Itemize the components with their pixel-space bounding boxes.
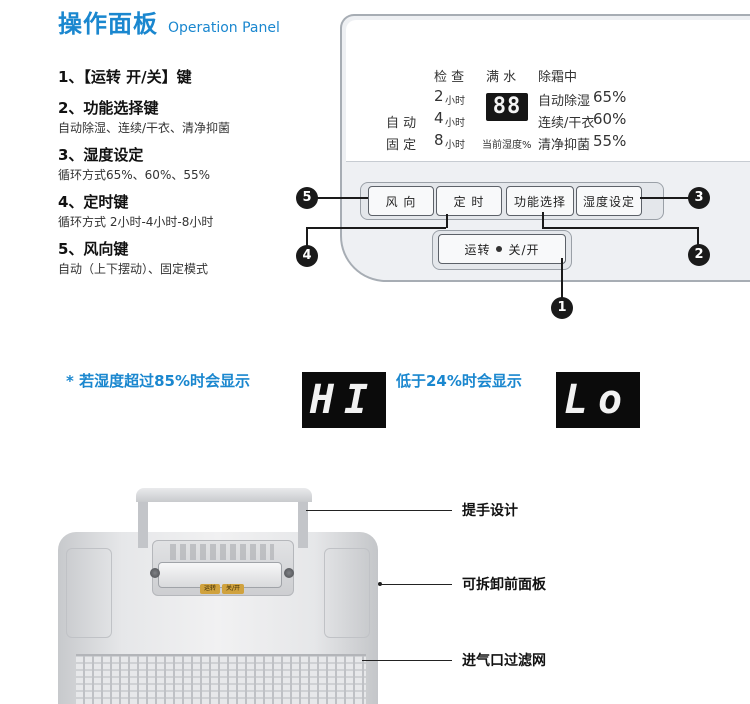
feature-item-function: 2、功能选择键 自动除湿、连续/干衣、清净抑菌	[58, 97, 318, 137]
callout-handle: 提手设计	[462, 503, 518, 519]
callout-front-panel: 可拆卸前面板	[462, 577, 546, 593]
leader-line-2v	[542, 212, 544, 228]
panel-display-area: 检 查 满 水 除霜中 自 动 固 定 2 小时 4 小时 8 小时 88 当前…	[346, 20, 750, 162]
feature-heading: 1、【运转 开/关】键	[58, 68, 192, 86]
callout-line-filter	[362, 660, 452, 661]
label-defrost: 除霜中	[538, 70, 578, 85]
side-panel-right	[324, 548, 370, 638]
callout-line-handle	[306, 510, 452, 511]
callout-line-front-panel	[380, 584, 452, 585]
feature-heading: 4、定时键	[58, 193, 129, 211]
feature-desc: 自动除湿、连续/干衣、清净抑菌	[58, 121, 231, 135]
marker-3-icon: 3	[688, 187, 710, 209]
feature-item-humidity: 3、湿度设定 循环方式65%、60%、55%	[58, 144, 318, 184]
function-select-button[interactable]: 功能选择	[506, 186, 574, 216]
marker-5-icon: 5	[296, 187, 318, 209]
marker-2-icon: 2	[688, 244, 710, 266]
leader-line-4v	[446, 214, 448, 228]
mini-onoff-button: 关/开	[222, 584, 244, 594]
label-continuous-dry: 连续/干衣	[538, 116, 595, 131]
humidity-setting-button[interactable]: 湿度设定	[576, 186, 642, 216]
vent-grille	[170, 544, 274, 560]
label-tank-full: 满 水	[486, 70, 517, 85]
leader-line-2	[697, 227, 699, 247]
humidity-value-55: 55%	[593, 132, 627, 150]
label-purify: 清净抑菌	[538, 138, 591, 153]
title-cn: 操作面板	[58, 10, 158, 38]
leader-line-2h	[542, 227, 698, 229]
wind-direction-button[interactable]: 风 向	[368, 186, 434, 216]
timer-value-2: 2	[434, 87, 444, 105]
dot-icon	[496, 246, 503, 252]
feature-list: 1、【运转 开/关】键 2、功能选择键 自动除湿、连续/干衣、清净抑菌 3、湿度…	[58, 66, 318, 285]
page-title: 操作面板 Operation Panel	[58, 4, 280, 39]
feature-item-timer: 4、定时键 循环方式 2小时-4小时-8小时	[58, 191, 318, 231]
mini-power-button: 运转	[200, 584, 220, 594]
humidity-value-60: 60%	[593, 110, 627, 128]
mini-control-strip	[158, 562, 282, 588]
marker-1-icon: 1	[551, 297, 573, 319]
label-current-humidity: 当前湿度%	[482, 140, 532, 151]
feature-heading: 5、风向键	[58, 240, 129, 258]
timer-button[interactable]: 定 时	[436, 186, 502, 216]
feature-heading: 2、功能选择键	[58, 99, 159, 117]
note-high-humidity: * 若湿度超过85%时会显示	[66, 372, 250, 390]
leader-line-4h	[306, 227, 446, 229]
label-auto-dehumidify: 自动除湿	[538, 94, 591, 109]
leader-line-5	[316, 197, 368, 199]
label-auto: 自 动	[386, 116, 417, 131]
leader-line-4	[306, 227, 308, 249]
timer-unit: 小时	[445, 118, 465, 129]
digit-display: 88	[486, 93, 528, 121]
power-button[interactable]: 运转 关/开	[438, 234, 566, 264]
timer-unit: 小时	[445, 140, 465, 151]
feature-heading: 3、湿度设定	[58, 146, 144, 164]
power-label-run: 运转	[464, 242, 491, 257]
feature-item-wind: 5、风向键 自动（上下摆动）、固定模式	[58, 238, 318, 278]
leader-line-3	[640, 197, 690, 199]
carry-handle-grip	[136, 488, 312, 502]
control-panel-diagram: 检 查 满 水 除霜中 自 动 固 定 2 小时 4 小时 8 小时 88 当前…	[340, 14, 750, 282]
screw-icon	[150, 568, 160, 578]
feature-desc: 循环方式65%、60%、55%	[58, 168, 211, 182]
timer-unit: 小时	[445, 96, 465, 107]
title-en: Operation Panel	[168, 20, 280, 36]
label-check: 检 查	[434, 70, 465, 85]
timer-value-4: 4	[434, 109, 444, 127]
marker-4-icon: 4	[296, 245, 318, 267]
side-panel-left	[66, 548, 112, 638]
note-low-humidity: 低于24%时会显示	[396, 372, 522, 390]
display-hi: HI	[302, 372, 386, 428]
feature-desc: 自动（上下摆动）、固定模式	[58, 262, 209, 276]
product-illustration: 运转 关/开	[58, 488, 378, 704]
label-fixed: 固 定	[386, 138, 417, 153]
timer-value-8: 8	[434, 131, 444, 149]
callout-filter: 进气口过滤网	[462, 653, 546, 669]
feature-desc: 循环方式 2小时-4小时-8小时	[58, 215, 214, 229]
leader-line-1	[561, 258, 563, 298]
feature-item-power: 1、【运转 开/关】键	[58, 66, 318, 88]
display-lo: Lo	[556, 372, 640, 428]
power-label-onoff: 关/开	[508, 242, 540, 257]
intake-filter	[76, 654, 366, 704]
screw-icon	[284, 568, 294, 578]
humidity-value-65: 65%	[593, 88, 627, 106]
